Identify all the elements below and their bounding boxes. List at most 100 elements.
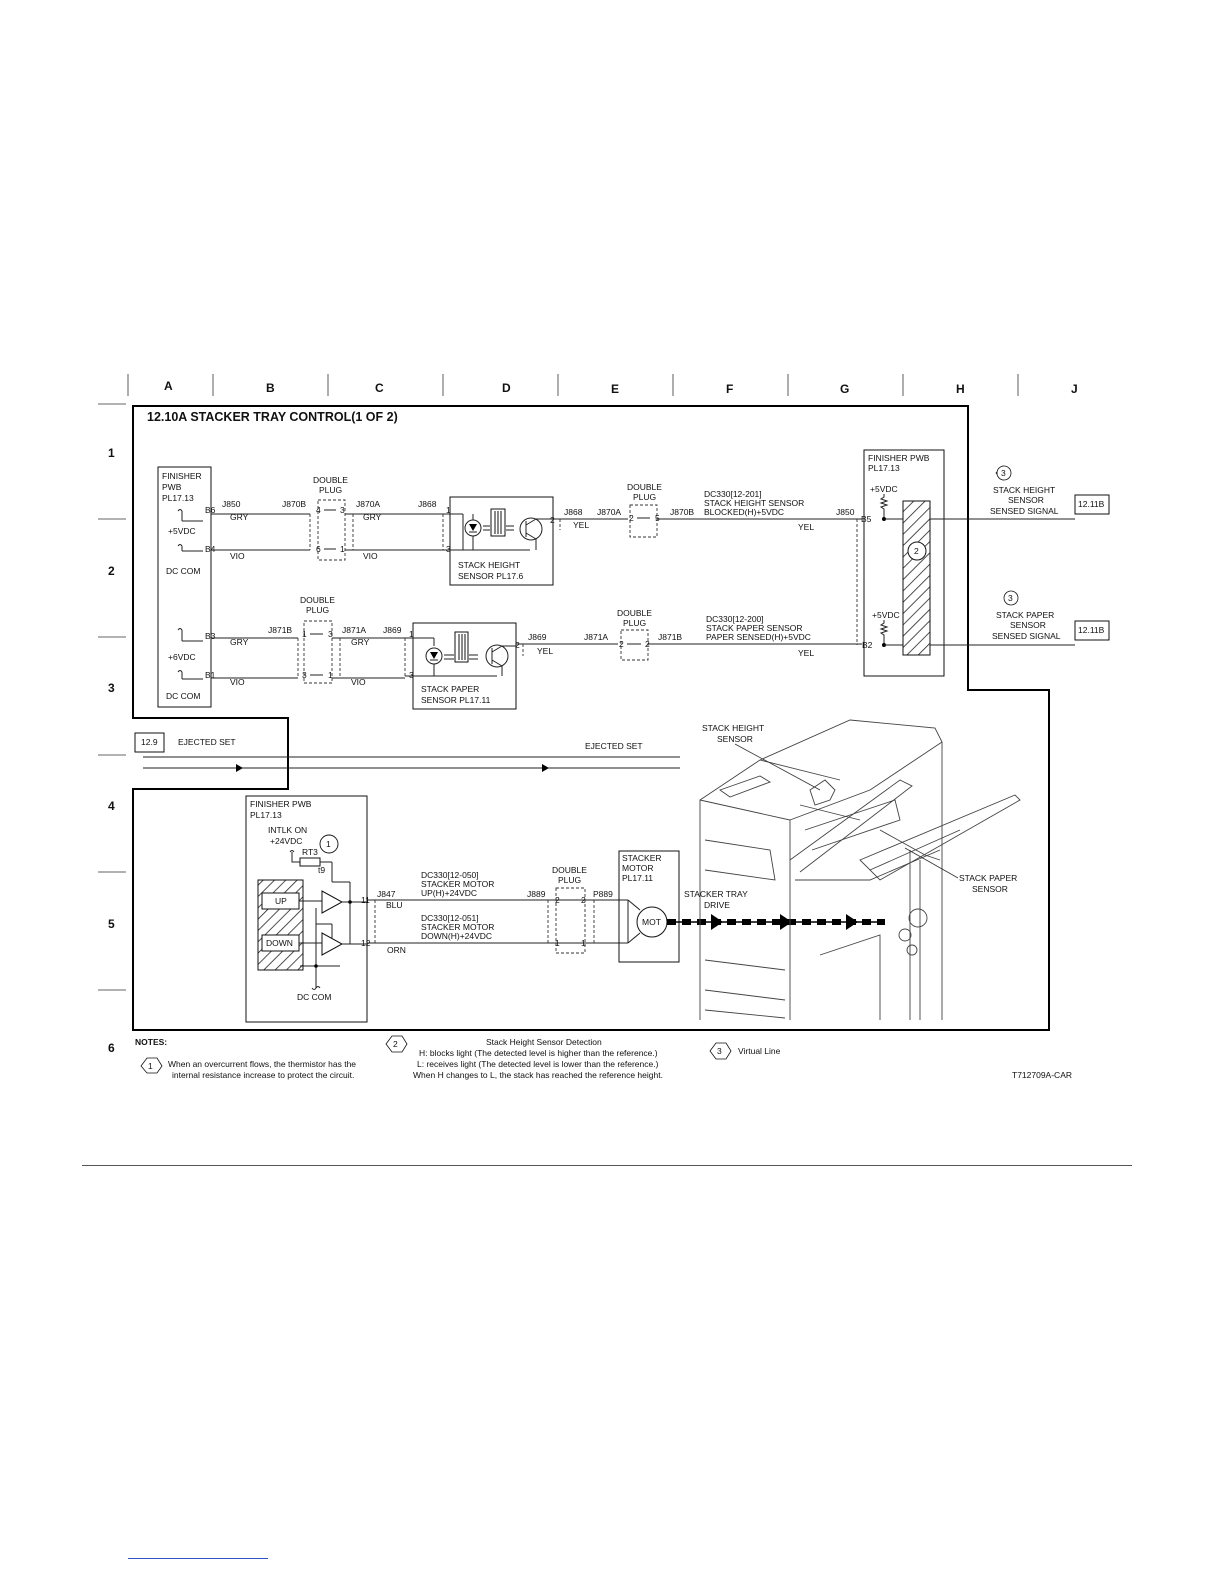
conn-p889: P889: [593, 889, 613, 899]
plug-pin: 1: [555, 938, 560, 948]
pin-b5: B5: [861, 514, 872, 524]
wire-color-gry: GRY: [230, 512, 249, 522]
pin-12: 12: [361, 938, 371, 948]
illustration-label: SENSOR: [972, 884, 1008, 894]
motor-label: STACKER: [622, 853, 662, 863]
double-plug-label: DOUBLE: [627, 482, 662, 492]
left-pwb-5vdc: +5VDC: [168, 526, 196, 536]
output-label: STACK HEIGHT: [993, 485, 1055, 495]
pin-11: 11: [361, 895, 370, 905]
ejected-set-line: 12.9 EJECTED SET EJECTED SET: [134, 732, 680, 772]
diagram-frame: [132, 405, 1050, 1031]
plug-pin: 3: [340, 505, 345, 515]
note-badge-3: 3: [717, 1046, 722, 1056]
pin-b2: B2: [862, 640, 873, 650]
badge-3: 3: [1008, 593, 1013, 603]
sensor-pin: 1: [446, 505, 451, 515]
double-plug-label: DOUBLE: [313, 475, 348, 485]
illustration-label: STACK PAPER: [959, 873, 1017, 883]
note-badge-1: 1: [148, 1061, 153, 1071]
figure-id: T712709A-CAR: [1012, 1070, 1072, 1080]
signal-text: STACK PAPER SENSOR: [706, 623, 803, 633]
left-pwb-6vdc: +6VDC: [168, 652, 196, 662]
stack-paper-circuit: J871B GRY VIO DOUBLE PLUG 1 3 3 1 J871A …: [211, 595, 862, 710]
row-label-3: 3: [108, 681, 115, 695]
sensor-label: STACK PAPER: [421, 684, 479, 694]
conn-j868: J868: [418, 499, 437, 509]
illustration-label: SENSOR: [717, 734, 753, 744]
finisher-illustration: STACK HEIGHT SENSOR STACK PAPER SENSOR: [699, 719, 1021, 1020]
sensor-pin: 2: [550, 515, 555, 525]
signal-text: PAPER SENSED(H)+5VDC: [706, 632, 811, 642]
signal-text: DOWN(H)+24VDC: [421, 931, 492, 941]
plug-pin: 5: [655, 513, 660, 523]
output-label: SENSED SIGNAL: [990, 506, 1059, 516]
double-plug-label: DOUBLE: [617, 608, 652, 618]
plug-pin: 2: [555, 895, 560, 905]
badge-2: 2: [914, 546, 919, 556]
left-pwb-dccom: DC COM: [166, 691, 200, 701]
sensor-pin: 1: [409, 629, 414, 639]
double-plug-label: PLUG: [558, 875, 581, 885]
left-pwb-label: PL17.13: [162, 493, 194, 503]
left-pwb-label: PWB: [162, 482, 182, 492]
left-pwb-label: FINISHER: [162, 471, 202, 481]
signal-text: STACK HEIGHT SENSOR: [704, 498, 804, 508]
plug-pin: 4: [316, 505, 321, 515]
rt3-label: RT3: [302, 847, 318, 857]
note-2-text: H: blocks light (The detected level is h…: [419, 1048, 658, 1058]
note-3-text: Virtual Line: [738, 1046, 781, 1056]
row-grid: 1 2 3 4 5 6: [98, 403, 126, 1055]
t9-label: t9: [318, 865, 325, 875]
plug-pin: 6: [316, 544, 321, 554]
conn-j870b: J870B: [670, 507, 694, 517]
illustration-label: STACK HEIGHT: [702, 723, 764, 733]
ejected-set-label: EJECTED SET: [585, 741, 643, 751]
double-plug-label: PLUG: [633, 492, 656, 502]
column-label-g: G: [840, 382, 849, 396]
left-finisher-pwb: FINISHER PWB PL17.13 +5VDC DC COM +6VDC …: [157, 466, 216, 708]
double-plug-label: PLUG: [623, 618, 646, 628]
notes: NOTES: 1 When an overcurrent flows, the …: [135, 1035, 1072, 1080]
footer-link-underline: [128, 1558, 268, 1559]
row-label-2: 2: [108, 564, 115, 578]
signal-text: DC330[12-200]: [706, 614, 764, 624]
pin-b1: B1: [205, 670, 216, 680]
note-1-text: When an overcurrent flows, the thermisto…: [168, 1059, 356, 1069]
plug-pin: 2: [619, 639, 624, 649]
signal-text: DC330[12-051]: [421, 913, 479, 923]
badge-1: 1: [326, 839, 331, 849]
signal-text: DC330[12-201]: [704, 489, 762, 499]
plug-pin: 2: [645, 639, 650, 649]
drive-label: DRIVE: [704, 900, 730, 910]
right-pwb-5vdc: +5VDC: [872, 610, 900, 620]
right-pwb-label: FINISHER PWB: [868, 453, 930, 463]
left-pwb-dccom: DC COM: [166, 566, 200, 576]
conn-j871b: J871B: [658, 632, 682, 642]
column-label-j: J: [1071, 382, 1078, 396]
wire-color-yel: YEL: [537, 646, 553, 656]
double-plug-label: PLUG: [306, 605, 329, 615]
lower-finisher-pwb: FINISHER PWB PL17.13 INTLK ON +24VDC 1 R…: [245, 795, 371, 1023]
footer-rule: [82, 1165, 1132, 1166]
wire-color-orn: ORN: [387, 945, 406, 955]
lower-pwb-label: PL17.13: [250, 810, 282, 820]
column-label-d: D: [502, 381, 511, 395]
wire-color-yel: YEL: [798, 522, 814, 532]
plug-pin: 3: [302, 670, 307, 680]
output-signals: 3 STACK HEIGHT SENSOR SENSED SIGNAL 12.1…: [990, 465, 1110, 641]
wire-color-gry: GRY: [230, 637, 249, 647]
diagram-title: 12.10A STACKER TRAY CONTROL(1 OF 2): [147, 410, 398, 424]
notes-heading: NOTES:: [135, 1037, 167, 1047]
motor-symbol: MOT: [642, 917, 661, 927]
intlk-label: INTLK ON: [268, 825, 307, 835]
output-label: SENSED SIGNAL: [992, 631, 1061, 641]
motor-label: MOTOR: [622, 863, 653, 873]
note-2-text: When H changes to L, the stack has reach…: [413, 1070, 663, 1080]
row-label-5: 5: [108, 917, 115, 931]
conn-j850: J850: [836, 507, 855, 517]
pin-b4: B4: [205, 544, 216, 554]
stacker-motor-wiring: J847 BLU ORN DC330[12-050] STACKER MOTOR…: [367, 850, 885, 963]
right-finisher-pwb: FINISHER PWB PL17.13 +5VDC B5 +5VDC B2 2: [856, 449, 1075, 677]
